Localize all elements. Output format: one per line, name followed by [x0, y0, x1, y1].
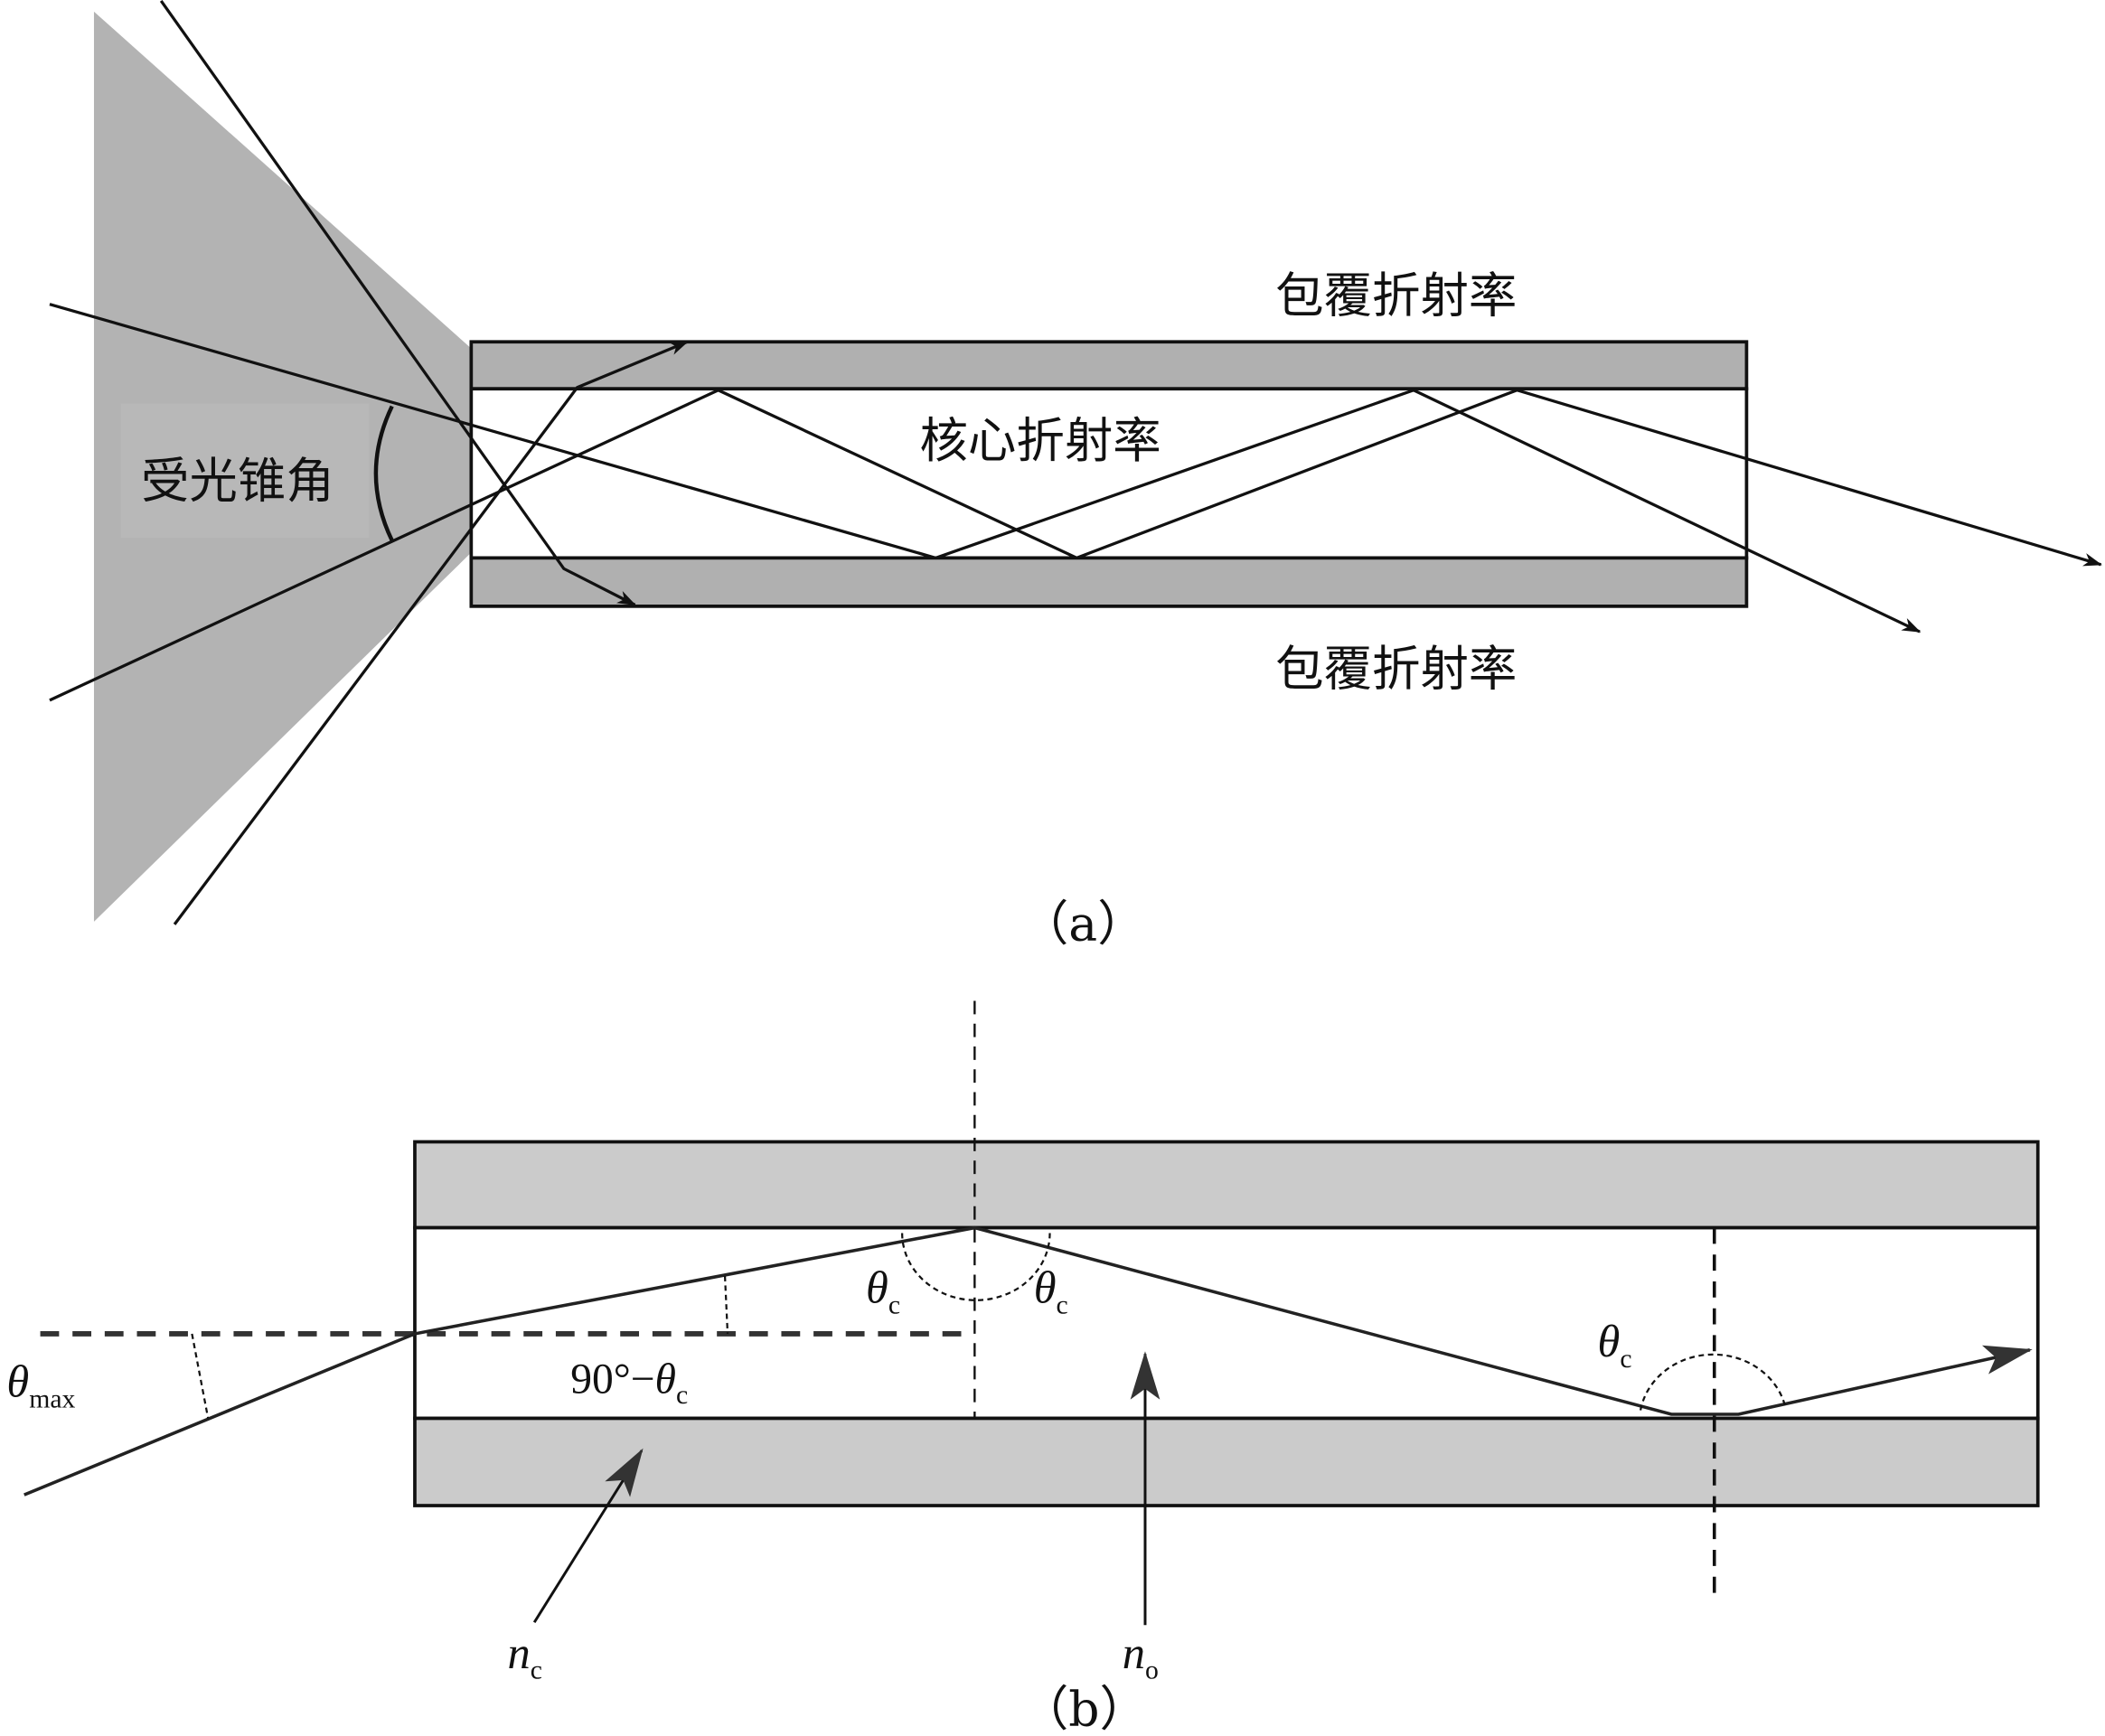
cladding-index-label-bottom: 包覆折射率	[1275, 640, 1517, 697]
ray-guided-2	[49, 388, 2102, 702]
cladding-bottom	[469, 556, 1749, 608]
theta-c-label-left: θc	[866, 1262, 900, 1320]
cladding-index-label-top: 包覆折射率	[1275, 267, 1517, 324]
ray-escape-top	[173, 340, 689, 925]
caption-a: （a）	[1020, 896, 1146, 952]
theta-c-arc-top	[901, 1233, 1051, 1301]
ray-guided-1	[49, 303, 1922, 633]
nc-pointer-arrow	[532, 1448, 644, 1624]
fiber-core	[469, 387, 1749, 560]
theta-c-label-right: θc	[1034, 1262, 1068, 1320]
complement-angle-label: 90°−θc	[570, 1356, 688, 1410]
n-cladding-label: nc	[507, 1628, 541, 1685]
cladding-top-b	[413, 1140, 2040, 1230]
theta-max-label: θmax	[6, 1356, 75, 1414]
n-core-label: no	[1123, 1628, 1159, 1685]
caption-b: （b）	[1020, 1681, 1148, 1736]
core-index-label: 核心折射率	[919, 412, 1161, 469]
cone-label-backdrop	[120, 403, 370, 539]
figure-b: θmax 90°−θc θc θc θc nc no （b）	[6, 1000, 2040, 1736]
acceptance-angle-arc	[373, 405, 394, 542]
cladding-bottom-b	[413, 1416, 2040, 1507]
theta-c-label-far: θc	[1598, 1316, 1632, 1374]
theta-max-arc	[191, 1333, 210, 1419]
complement-angle-arc	[723, 1275, 729, 1334]
acceptance-cone-label: 受光锥角	[141, 453, 334, 510]
figure-a: 受光锥角 核心折射率 包覆折射率 包覆折射率 （a）	[49, 0, 2102, 952]
theta-c-arc-bottom	[1639, 1353, 1787, 1411]
cladding-top	[469, 340, 1749, 391]
light-ray-b	[23, 1225, 2033, 1497]
ray-escape-bottom	[159, 0, 636, 606]
